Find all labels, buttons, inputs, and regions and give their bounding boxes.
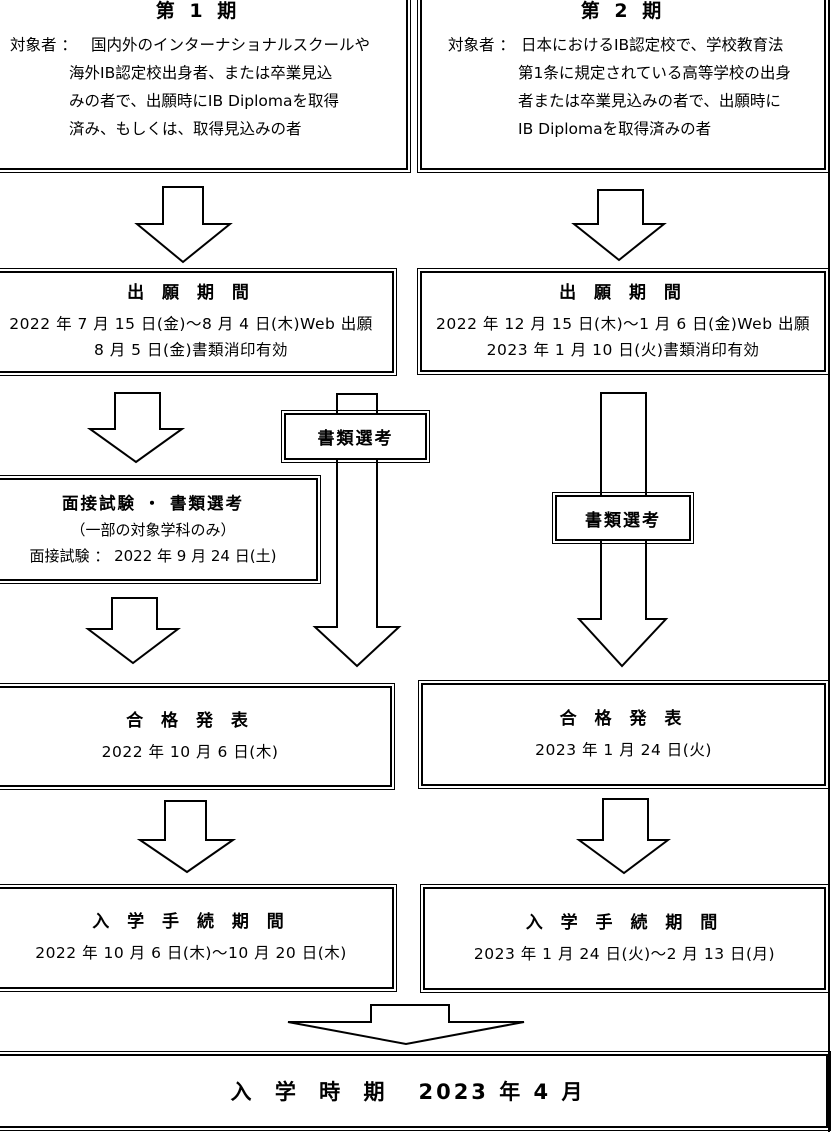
period1-body-line: 済み、もしくは、取得見込みの者 bbox=[69, 120, 302, 138]
period1-title: 第 1 期 bbox=[155, 0, 241, 22]
period1-screening-label: 書類選考 bbox=[317, 429, 394, 449]
down-arrow-icon bbox=[86, 392, 186, 464]
period2-announcement-box: 合 格 発 表 2023 年 1 月 24 日(火) bbox=[418, 680, 829, 789]
down-arrow-icon bbox=[85, 597, 181, 665]
wide-down-arrow-icon bbox=[287, 1004, 525, 1046]
period2-application-line2: 2023 年 1 月 10 日(火)書類消印有効 bbox=[486, 340, 760, 359]
page-right-border bbox=[828, 0, 830, 1132]
period1-application-line2: 8 月 5 日(金)書類消印有効 bbox=[93, 341, 289, 359]
down-arrow-icon bbox=[575, 798, 671, 875]
period2-audience-label: 対象者 ： bbox=[448, 36, 515, 54]
period1-audience-label: 対象者 ： bbox=[10, 36, 77, 54]
period2-body-line: 日本におけるIB認定校で、学校教育法 bbox=[520, 36, 784, 54]
period2-body-line: IB Diplomaを取得済みの者 bbox=[518, 120, 712, 138]
period1-announcement-title: 合 格 発 表 bbox=[126, 710, 254, 731]
period1-eligibility-box: 第 1 期 対象者 ： 国内外のインターナショナルスクールや 海外IB認定校出身… bbox=[0, 0, 411, 173]
period2-title: 第 2 期 bbox=[580, 0, 666, 22]
period1-body-line: 国内外のインターナショナルスクールや bbox=[90, 36, 370, 54]
period2-body-line: 者または卒業見込みの者で、出願時に bbox=[518, 92, 781, 110]
period1-interview-note: （一部の対象学科のみ） bbox=[70, 520, 236, 539]
period1-body-line: 海外IB認定校出身者、または卒業見込 bbox=[69, 64, 333, 82]
period1-announcement-box: 合 格 発 表 2022 年 10 月 6 日(木) bbox=[0, 683, 395, 790]
period1-enrollment-date: 2022 年 10 月 6 日(木)～10 月 20 日(木) bbox=[35, 944, 347, 962]
period2-application-title: 出 願 期 間 bbox=[559, 282, 687, 303]
period2-announcement-title: 合 格 発 表 bbox=[559, 708, 688, 729]
admission-time-value: 2023 年 4 月 bbox=[418, 1080, 586, 1104]
period1-announcement-date: 2022 年 10 月 6 日(木) bbox=[101, 742, 279, 761]
period2-body-line: 第1条に規定されている高等学校の出身 bbox=[518, 64, 791, 82]
period2-enrollment-title: 入 学 手 続 期 間 bbox=[525, 912, 724, 933]
period2-application-box: 出 願 期 間 2022 年 12 月 15 日(木)～1 月 6 日(金)We… bbox=[417, 268, 829, 375]
admission-time-title: 入 学 時 期 bbox=[230, 1080, 393, 1104]
period2-application-line1: 2022 年 12 月 15 日(木)～1 月 6 日(金)Web 出願 bbox=[436, 314, 810, 333]
down-arrow-icon bbox=[571, 189, 667, 262]
period1-enrollment-title: 入 学 手 続 期 間 bbox=[92, 912, 290, 932]
admission-time-box: 入 学 時 期 2023 年 4 月 bbox=[0, 1051, 831, 1131]
period1-screening-label-box: 書類選考 bbox=[281, 410, 430, 463]
period1-application-box: 出 願 期 間 2022 年 7 月 15 日(金)～8 月 4 日(木)Web… bbox=[0, 268, 397, 376]
period2-screening-label: 書類選考 bbox=[585, 510, 661, 531]
period1-application-line1: 2022 年 7 月 15 日(金)～8 月 4 日(木)Web 出願 bbox=[9, 315, 373, 333]
period2-announcement-date: 2023 年 1 月 24 日(火) bbox=[535, 740, 712, 759]
period2-enrollment-box: 入 学 手 続 期 間 2023 年 1 月 24 日(火)～2 月 13 日(… bbox=[420, 884, 829, 993]
period2-eligibility-box: 第 2 期 対象者 ： 日本におけるIB認定校で、学校教育法 第1条に規定されて… bbox=[417, 0, 829, 173]
period2-enrollment-date: 2023 年 1 月 24 日(火)～2 月 13 日(月) bbox=[473, 944, 776, 963]
period1-enrollment-box: 入 学 手 続 期 間 2022 年 10 月 6 日(木)～10 月 20 日… bbox=[0, 884, 397, 992]
down-arrow-icon bbox=[134, 186, 233, 264]
period1-application-title: 出 願 期 間 bbox=[127, 283, 255, 303]
period1-interview-title: 面接試験 ・ 書類選考 bbox=[62, 493, 244, 513]
period1-body-line: みの者で、出願時にIB Diplomaを取得 bbox=[69, 92, 339, 110]
period1-interview-date: 面接試験 ： 2022 年 9 月 24 日(土) bbox=[29, 546, 277, 565]
period2-screening-label-box: 書類選考 bbox=[552, 492, 694, 544]
down-arrow-icon bbox=[136, 800, 237, 874]
period1-interview-box: 面接試験 ・ 書類選考 （一部の対象学科のみ） 面接試験 ： 2022 年 9 … bbox=[0, 475, 321, 584]
